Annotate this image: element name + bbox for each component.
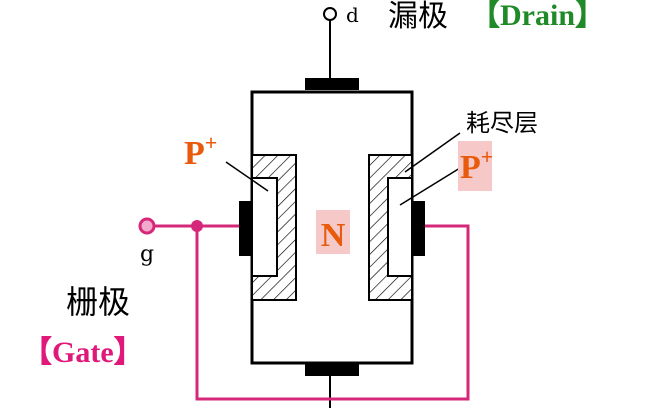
p-plus-left-pointer [225,161,269,192]
p-plus-right-label: P+ [460,144,493,186]
p-plus-region-right [387,177,413,277]
gate-junction-dot [191,220,203,232]
gate-label-cn: 栅极 [66,283,130,321]
depletion-layer-label: 耗尽层 [466,109,538,137]
p-plus-region-left [251,177,278,277]
drain-label-cn: 漏极 [388,0,448,34]
drain-label-en: 【Drain】 [470,0,605,32]
source-contact [305,364,359,376]
gate-terminal-label: g [140,242,154,267]
n-label-highlight [316,210,350,254]
p-plus-left-label: P+ [184,130,217,172]
drain-terminal-node [323,7,337,21]
depletion-pointer [404,132,461,173]
gate-label-en: 【Gate】 [22,336,144,369]
drain-terminal-label: d [346,3,359,27]
p-plus-left-letter: P [184,135,205,172]
gate-terminal-node [138,217,156,235]
drain-contact [305,78,359,90]
p-plus-right-letter: P [460,149,481,186]
p-plus-right-superscript: + [481,144,494,169]
n-region-label: N [321,217,346,254]
p-plus-left-superscript: + [205,130,218,155]
p-plus-right-highlight [458,141,492,191]
gate-contact-left [239,201,252,256]
gate-contact-right [412,201,425,256]
p-plus-right-pointer [399,167,461,206]
